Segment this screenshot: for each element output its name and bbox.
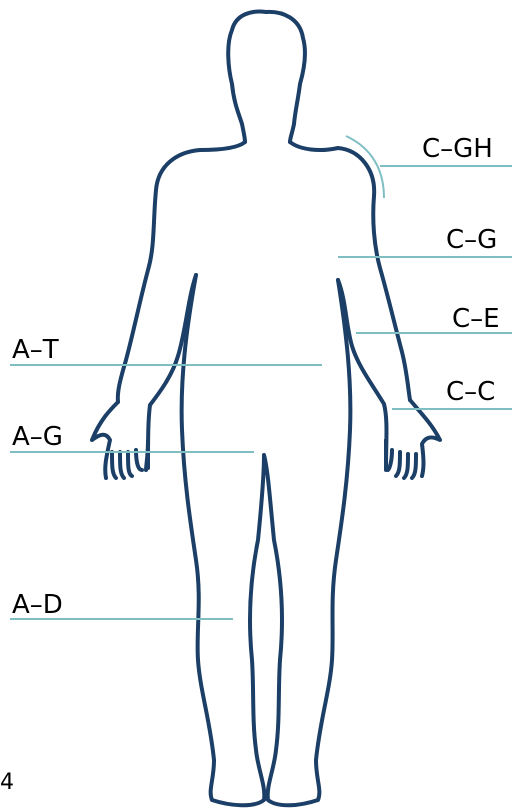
label-c-e: C–E bbox=[452, 306, 500, 332]
label-c-gh: C–GH bbox=[422, 136, 493, 162]
label-a-t: A–T bbox=[12, 337, 59, 363]
label-c-c: C–C bbox=[446, 379, 495, 405]
right-arm-outline bbox=[338, 280, 440, 478]
label-a-g: A–G bbox=[12, 424, 63, 450]
head-outline bbox=[228, 12, 305, 142]
label-a-d: A–D bbox=[12, 592, 63, 618]
page-number: 4 bbox=[0, 770, 14, 795]
shoulder-arc bbox=[346, 136, 384, 198]
label-c-g: C–G bbox=[446, 227, 497, 253]
torso-outline bbox=[118, 142, 410, 402]
left-arm-outline bbox=[92, 275, 196, 478]
legs-outline bbox=[182, 275, 351, 805]
